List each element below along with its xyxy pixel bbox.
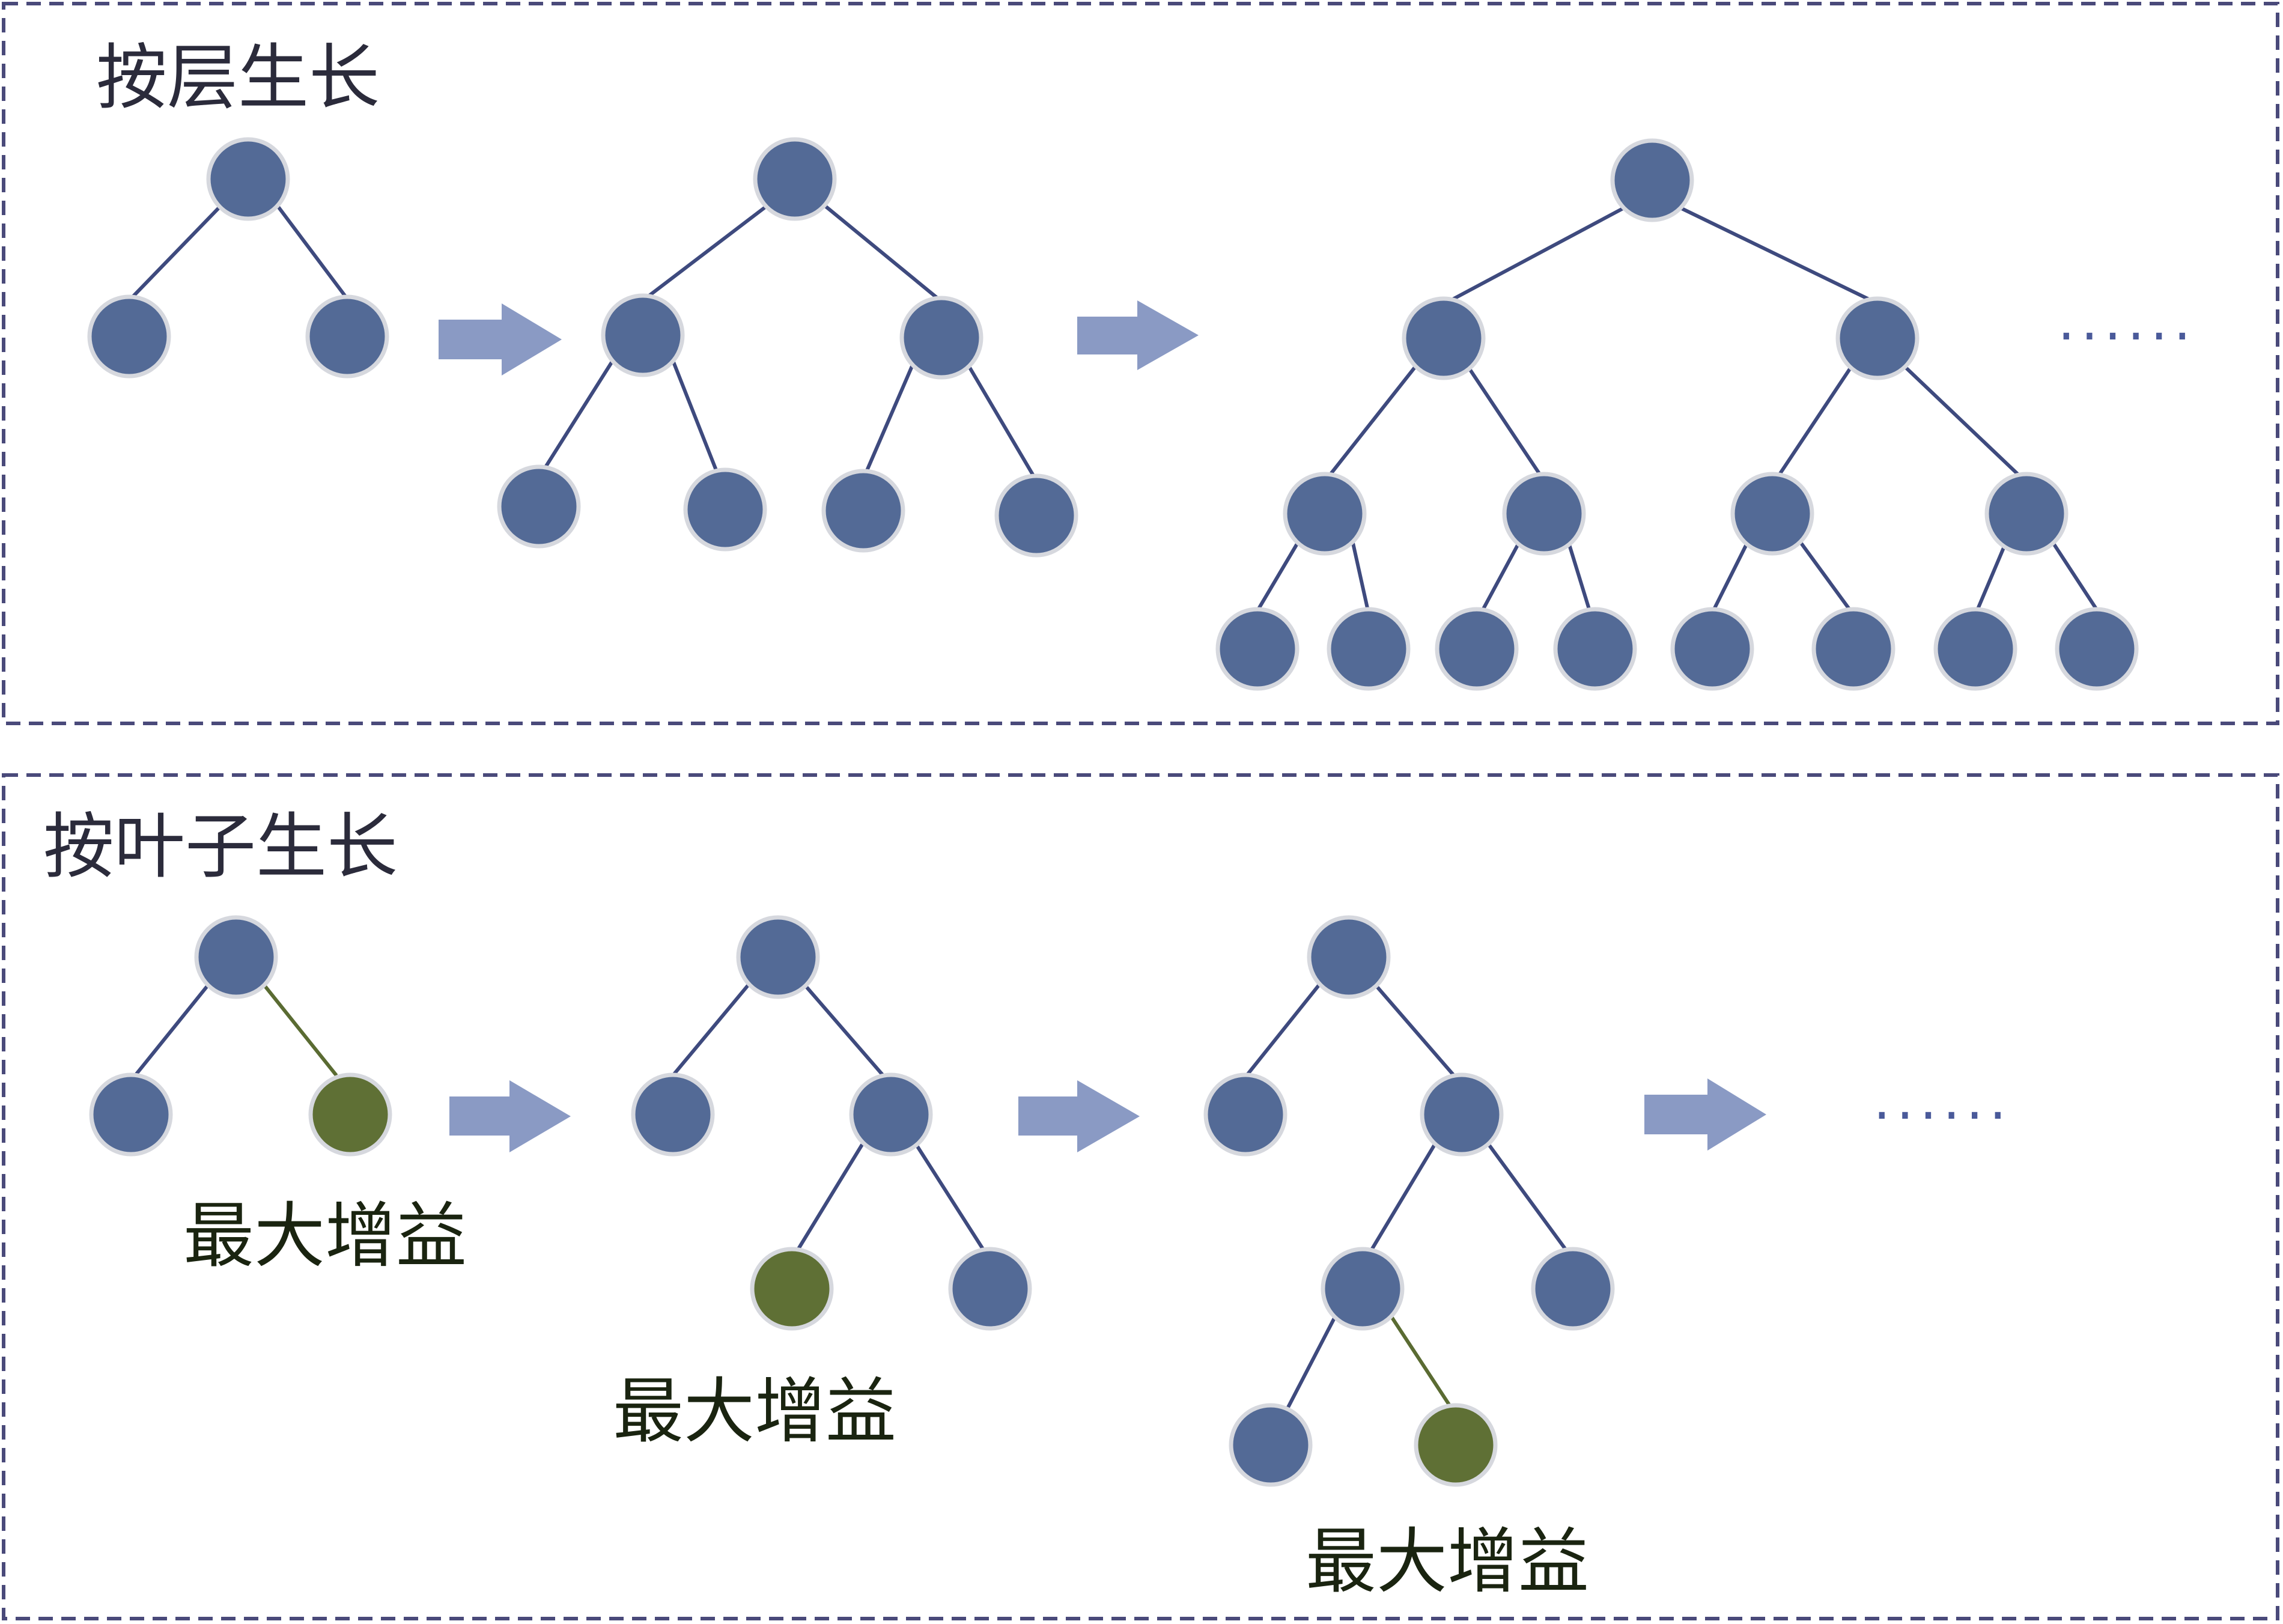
tree-node bbox=[1730, 472, 1814, 556]
tree-node bbox=[1933, 607, 2017, 691]
max-gain-node bbox=[1414, 1403, 1498, 1487]
tree-node bbox=[601, 293, 685, 377]
tree-edge bbox=[2050, 540, 2105, 620]
tree-edge bbox=[822, 202, 941, 302]
tree-node bbox=[1984, 472, 2069, 556]
tree-edge bbox=[863, 362, 915, 476]
leaf-wise-tree-1: 最大增益 bbox=[89, 915, 467, 1277]
ellipsis: ...... bbox=[2058, 290, 2197, 353]
tree-edge bbox=[1374, 984, 1456, 1077]
tree-edge bbox=[1972, 540, 2008, 620]
tree-edge bbox=[1678, 205, 1879, 305]
tree-edge bbox=[1350, 537, 1372, 619]
tree-edge bbox=[671, 359, 720, 476]
tree-node bbox=[1283, 472, 1367, 556]
tree-node bbox=[1502, 472, 1586, 556]
arrow-icon bbox=[439, 303, 562, 376]
tree-edge bbox=[642, 202, 770, 302]
level-wise-tree-3 bbox=[1215, 138, 2139, 691]
tree-edge bbox=[1798, 540, 1858, 620]
tree-node bbox=[1402, 296, 1486, 380]
tree-node bbox=[1670, 607, 1754, 691]
leaf-wise-panel-border bbox=[2, 773, 2279, 1620]
tree-node bbox=[497, 464, 581, 549]
tree-node bbox=[736, 915, 820, 999]
level-wise-panel-border bbox=[2, 2, 2279, 725]
level-wise-panel: 按层生长 bbox=[2, 2, 2279, 725]
tree-edge bbox=[1326, 362, 1420, 479]
tree-edge bbox=[1444, 205, 1626, 305]
tree-node bbox=[1215, 607, 1300, 691]
tree-node bbox=[948, 1247, 1032, 1331]
tree-node bbox=[1811, 607, 1895, 691]
level-wise-tree-1 bbox=[87, 137, 389, 379]
tree-node bbox=[194, 915, 278, 999]
tree-node bbox=[1835, 296, 1920, 380]
tree-edge bbox=[1245, 984, 1321, 1077]
tree-edge bbox=[914, 1143, 987, 1254]
max-gain-node bbox=[308, 1072, 392, 1157]
tree-node bbox=[994, 473, 1078, 558]
tree-node bbox=[1610, 138, 1694, 222]
leaf-wise-tree-3: 最大增益 bbox=[1203, 915, 1615, 1603]
arrow-icon bbox=[1077, 300, 1199, 370]
max-gain-label: 最大增益 bbox=[1306, 1520, 1589, 1603]
tree-node bbox=[683, 467, 767, 552]
tree-edge bbox=[133, 981, 212, 1077]
max-gain-label: 最大增益 bbox=[183, 1194, 467, 1277]
max-gain-label: 最大增益 bbox=[613, 1370, 896, 1453]
ellipsis: ...... bbox=[1873, 1069, 2013, 1132]
tree-edge bbox=[803, 984, 885, 1077]
tree-edge bbox=[1284, 1315, 1337, 1413]
tree-node bbox=[1420, 1072, 1504, 1157]
tree-node bbox=[1307, 915, 1391, 999]
tree-node bbox=[1321, 1247, 1405, 1331]
tree-edge bbox=[1566, 540, 1594, 619]
tree-node bbox=[1203, 1072, 1287, 1157]
tree-node bbox=[1435, 607, 1519, 691]
tree-node bbox=[1229, 1403, 1313, 1487]
tree-edge bbox=[965, 362, 1038, 482]
tree-node bbox=[753, 137, 837, 221]
max-gain-node bbox=[750, 1247, 834, 1331]
tree-edge bbox=[671, 984, 750, 1077]
leaf-wise-title: 按叶子生长 bbox=[43, 805, 398, 888]
gain-edge bbox=[263, 984, 338, 1077]
tree-node bbox=[631, 1072, 715, 1157]
level-wise-title: 按层生长 bbox=[96, 36, 380, 119]
tree-node bbox=[89, 1072, 173, 1157]
arrow-icon bbox=[1644, 1078, 1766, 1151]
tree-node bbox=[305, 294, 389, 379]
tree-edge bbox=[539, 359, 615, 476]
tree-node bbox=[1531, 1247, 1615, 1331]
tree-edge bbox=[1707, 540, 1750, 620]
tree-edge bbox=[1476, 540, 1522, 620]
arrow-icon bbox=[1018, 1080, 1140, 1152]
leaf-wise-tree-2: 最大增益 bbox=[613, 915, 1032, 1453]
tree-node bbox=[1553, 607, 1637, 691]
tree-edge bbox=[1464, 362, 1546, 482]
tree-edge bbox=[794, 1143, 864, 1254]
leaf-wise-panel: 按叶子生长 最大增益 最大增益 bbox=[2, 773, 2279, 1620]
gain-edge bbox=[1389, 1315, 1456, 1413]
tree-node bbox=[899, 296, 983, 380]
tree-node bbox=[206, 137, 290, 221]
tree-edge bbox=[275, 203, 350, 302]
tree-node bbox=[1327, 607, 1411, 691]
tree-node bbox=[821, 469, 905, 553]
tree-edge bbox=[1900, 362, 2026, 482]
level-wise-tree-2 bbox=[497, 137, 1078, 558]
tree-edge bbox=[127, 202, 224, 302]
tree-edge bbox=[1487, 1143, 1570, 1254]
tree-edge bbox=[1368, 1143, 1436, 1254]
tree-edge bbox=[1251, 537, 1303, 620]
tree-node bbox=[849, 1072, 933, 1157]
tree-node bbox=[2055, 607, 2139, 691]
tree-edge bbox=[1774, 362, 1855, 482]
tree-node bbox=[87, 294, 171, 379]
arrow-icon bbox=[449, 1080, 571, 1152]
